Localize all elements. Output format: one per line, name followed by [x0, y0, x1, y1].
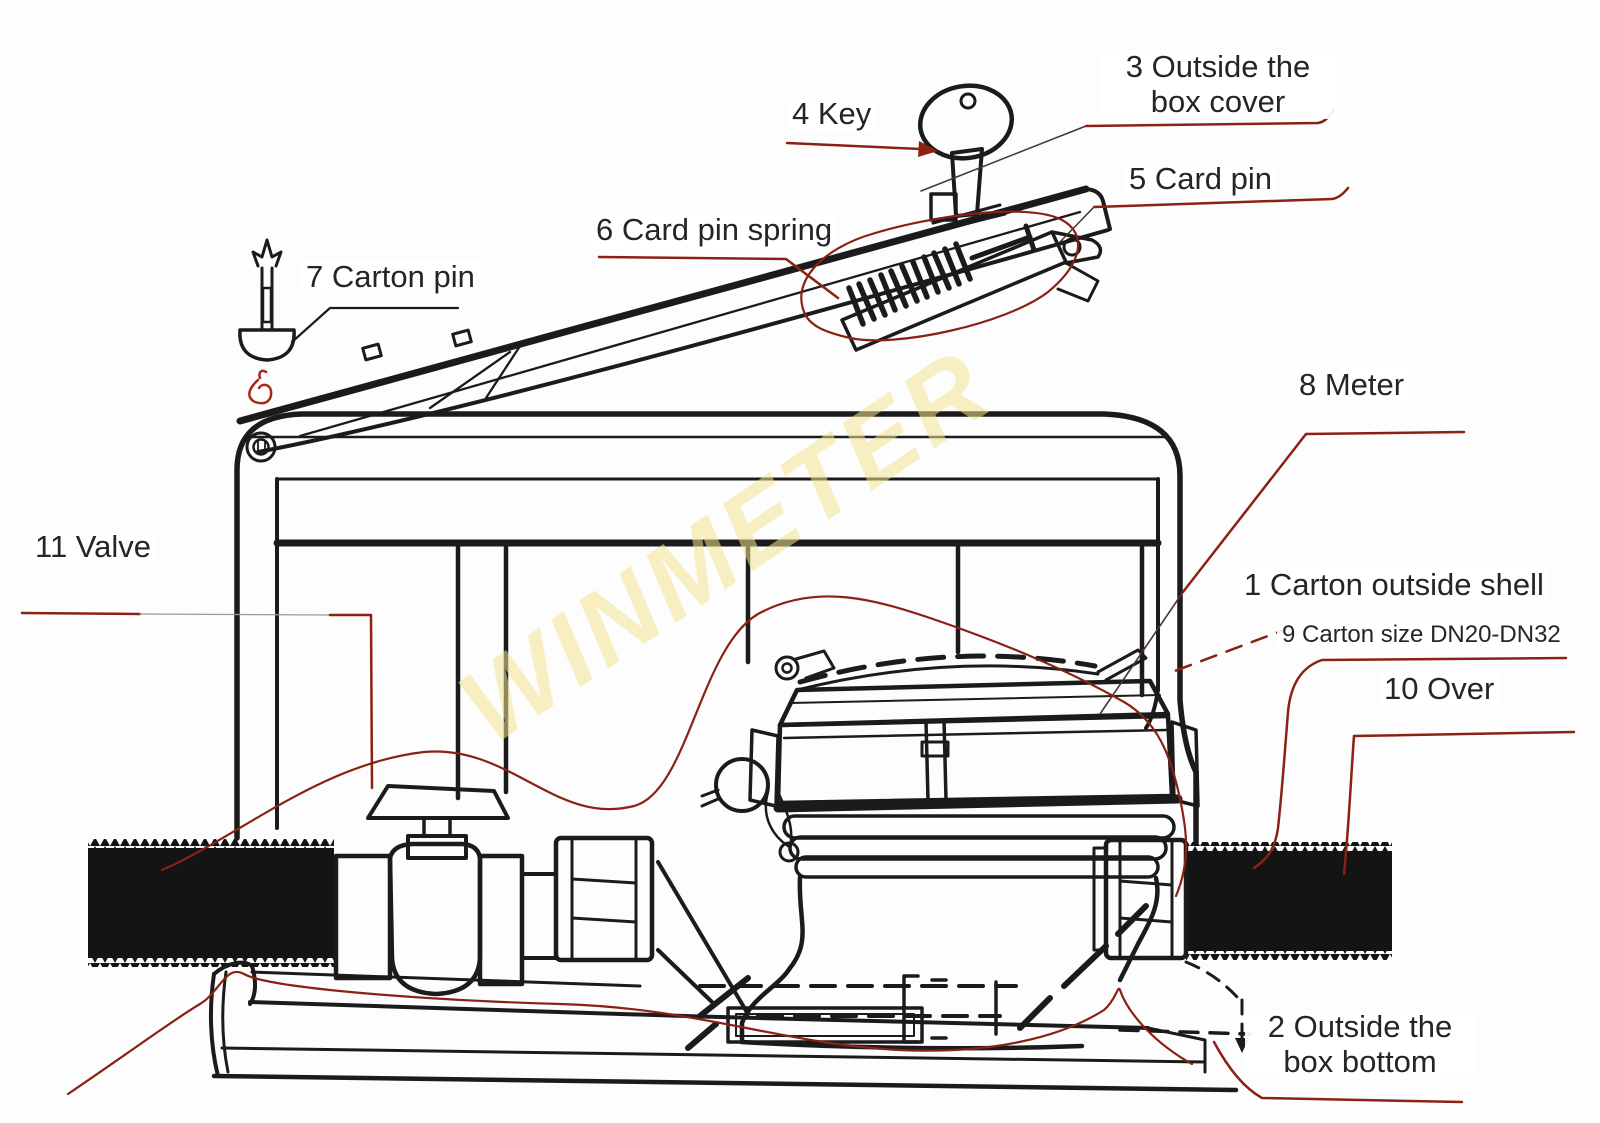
label-box-cover-line1: 3 Outside the: [1125, 49, 1311, 84]
pipe-right: [1186, 842, 1392, 960]
label-over: 10 Over: [1379, 671, 1500, 707]
carton-pin-drawing: [238, 238, 296, 362]
label-carton-outside-shell: 1 Carton outside shell: [1239, 567, 1549, 603]
label-carton-size: 9 Carton size DN20-DN32: [1277, 621, 1566, 649]
label-meter: 8 Meter: [1294, 367, 1410, 403]
label-key: 4 Key: [787, 96, 877, 132]
red-mark: [248, 369, 273, 405]
pipe-left: [88, 839, 334, 967]
leader-valve: [20, 611, 374, 790]
label-card-pin: 5 Card pin: [1124, 161, 1278, 197]
black-leader-lines: [290, 125, 1184, 715]
label-valve: 11 Valve: [30, 529, 157, 565]
leader-box-bottom: [1212, 1040, 1464, 1104]
label-box-bottom-line1: 2 Outside the: [1267, 1009, 1453, 1044]
leader-card-pin: [1092, 186, 1350, 209]
label-card-pin-spring: 6 Card pin spring: [591, 212, 838, 248]
leader-over: [1342, 730, 1576, 876]
leader-carton-shell: [1170, 625, 1294, 674]
label-box-cover-line2: box cover: [1150, 83, 1286, 119]
label-box-cover: 3 Outside the box cover: [1100, 49, 1336, 120]
card-pin-drawing: [1050, 230, 1103, 303]
box-shell-drawing: [234, 411, 1199, 845]
card-pin-spring-drawing: [846, 223, 1037, 327]
leader-meter: [1181, 430, 1466, 594]
label-carton-pin: 7 Carton pin: [301, 259, 480, 295]
leader-key: [785, 141, 938, 157]
leader-carton-size: [1252, 656, 1568, 870]
label-box-bottom-line2: box bottom: [1283, 1043, 1437, 1079]
leader-card-pin-spring: [597, 255, 840, 300]
valve-drawing: [333, 784, 655, 997]
highlight-curves: [66, 210, 1194, 1096]
meter-drawing: [656, 648, 1200, 1051]
red-annotations: [20, 108, 1576, 1104]
label-box-bottom: 2 Outside the box bottom: [1245, 1009, 1475, 1080]
